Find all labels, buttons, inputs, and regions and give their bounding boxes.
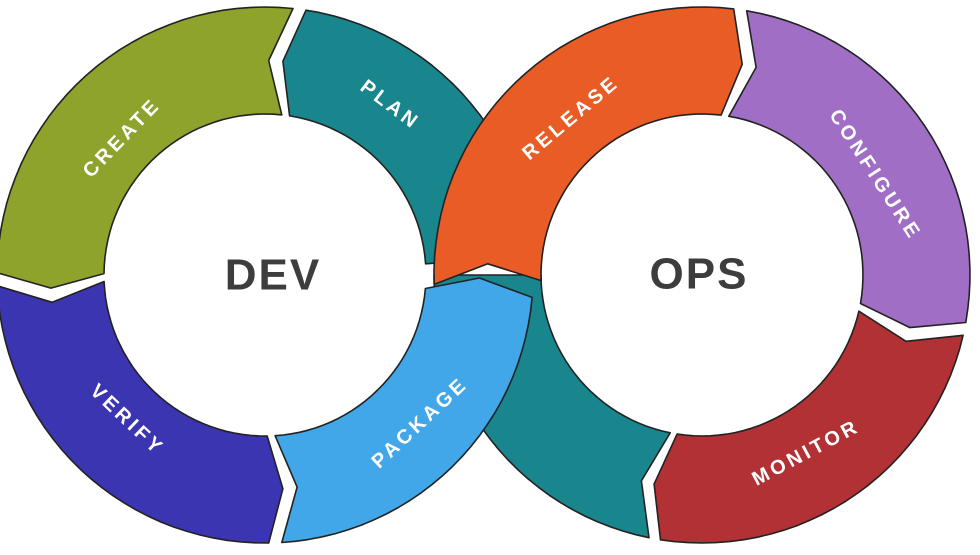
segment-monitor-arrow <box>653 310 964 544</box>
segment-package-arrow <box>274 277 533 544</box>
ring-label-dev: DEV <box>225 251 321 300</box>
segments-layer <box>0 6 971 544</box>
segment-configure-arrow <box>728 10 971 329</box>
segment-create-arrow <box>0 6 294 289</box>
segment-verify-arrow <box>0 280 284 544</box>
ring-label-ops: OPS <box>650 250 749 299</box>
segment-release-arrow <box>433 6 743 286</box>
